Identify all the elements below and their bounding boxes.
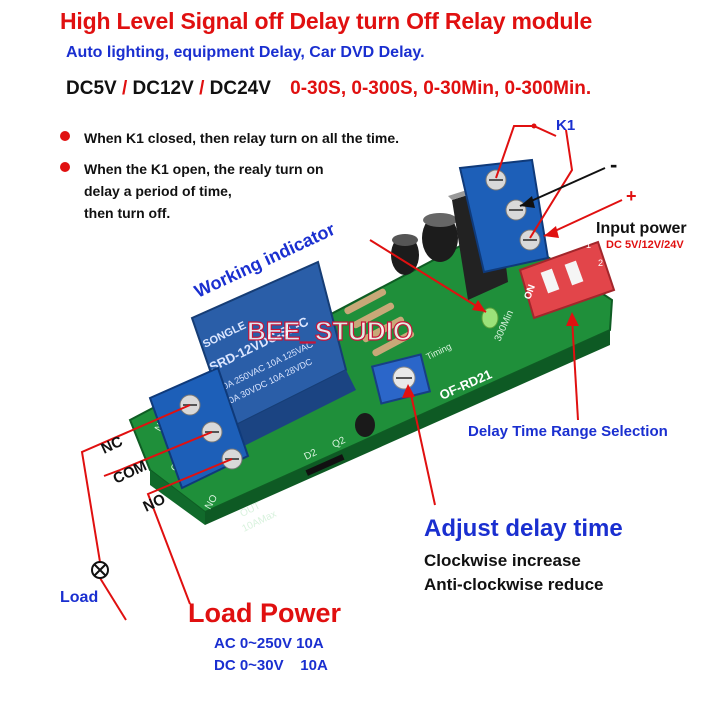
voltage-separator: /	[121, 78, 128, 99]
switch-1: 1	[586, 240, 591, 250]
bullet-line-2: delay a period of time,	[84, 183, 232, 199]
watermark: BEE_STUDIO	[247, 316, 413, 346]
switch-2: 2	[598, 258, 603, 268]
lamp-icon	[91, 561, 109, 579]
com-label: COM	[111, 457, 150, 487]
voltage-12v: DC12V	[132, 78, 194, 99]
indicator-arrowhead	[472, 300, 486, 312]
bullet-line-1: When the K1 open, the realy turn on	[84, 161, 324, 177]
bullet-k1-closed: When K1 closed, then relay turn on all t…	[60, 127, 399, 149]
adjust-line-1: Clockwise increase	[424, 551, 581, 570]
subtitle: Auto lighting, equipment Delay, Car DVD …	[66, 44, 425, 61]
bullet-text: When K1 closed, then relay turn on all t…	[84, 130, 400, 146]
delay-ranges: 0-30S, 0-300S, 0-30Min, 0-300Min.	[290, 78, 592, 99]
load-power-dc: DC 0~30V 10A	[214, 657, 328, 674]
range-arrow	[571, 317, 579, 421]
input-power-label: Input power	[596, 220, 687, 237]
plus-arrowhead	[544, 226, 559, 238]
bullet-dot	[60, 162, 70, 172]
silk-d2: D2	[302, 447, 319, 463]
bullet-k1-open: When the K1 open, the realy turn on dela…	[60, 158, 324, 224]
nc-label: NC	[99, 433, 126, 458]
transistor	[355, 413, 375, 437]
delay-range-label: Delay Time Range Selection	[468, 423, 668, 440]
input-power-spec: DC 5V/12V/24V	[606, 239, 684, 251]
potentiometer	[370, 353, 432, 405]
working-led	[481, 307, 499, 329]
k1-wiring	[495, 123, 574, 239]
voltage-separator: /	[199, 78, 205, 99]
voltage-5v: DC5V	[66, 78, 117, 99]
load-power-title: Load Power	[188, 598, 342, 628]
minus-label: -	[610, 152, 617, 177]
dip-switch: ON 1 2	[518, 240, 616, 320]
pot-arrowhead	[402, 384, 415, 398]
range-arrowhead	[566, 312, 579, 326]
silk-q2: Q2	[330, 435, 347, 451]
switch-on: ON	[522, 283, 537, 301]
diode	[305, 454, 345, 476]
adjust-line-2: Anti-clockwise reduce	[424, 575, 604, 594]
load-label: Load	[60, 589, 98, 606]
plus-label: +	[626, 186, 637, 206]
voltage-24v: DC24V	[209, 78, 271, 99]
adjust-title: Adjust delay time	[424, 515, 623, 542]
relay: SONGLE SRD-12VDC-SL-C 10A 250VAC 10A 125…	[190, 260, 356, 448]
title: High Level Signal off Delay turn Off Rel…	[60, 8, 593, 34]
k1-label: K1	[556, 117, 575, 134]
input-terminal-block	[458, 158, 550, 274]
voltage-line: DC5V / DC12V / DC24V 0-30S, 0-300S, 0-30…	[66, 78, 591, 100]
resistors	[344, 288, 415, 357]
bullet-dot	[60, 131, 70, 141]
minus-arrow	[519, 167, 606, 207]
load-power-ac: AC 0~250V 10A	[214, 635, 324, 652]
bullet-line-3: then turn off.	[84, 205, 171, 221]
minus-arrowhead	[520, 196, 535, 208]
pot-arrow	[409, 389, 436, 506]
load-wiring	[80, 404, 233, 621]
indicator-arrow	[369, 239, 487, 313]
